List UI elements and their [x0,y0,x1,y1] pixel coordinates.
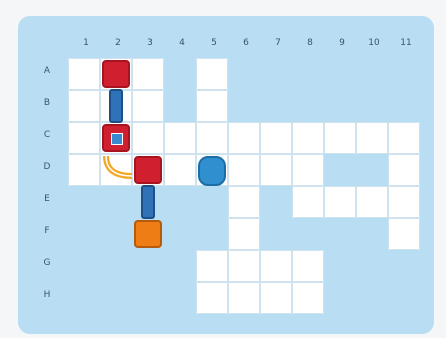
grid-cell-D6[interactable] [228,154,260,186]
grid-cell-C9[interactable] [324,122,356,154]
grid-cell-E6[interactable] [228,186,260,218]
grid-cell-B5[interactable] [196,90,228,122]
grid-cell-H7[interactable] [260,282,292,314]
col-label-9: 9 [326,38,358,48]
grid-cell-D11[interactable] [388,154,420,186]
grid-cell-G6[interactable] [228,250,260,282]
col-label-2: 2 [102,38,134,48]
grid-cell-G7[interactable] [260,250,292,282]
grid-cell-H6[interactable] [228,282,260,314]
grid-cell-A3[interactable] [132,58,164,90]
vertical-pipe-piece[interactable] [141,185,155,219]
row-label-D: D [40,162,54,172]
grid-cell-C8[interactable] [292,122,324,154]
grid-cell-H5[interactable] [196,282,228,314]
grid-cell-H8[interactable] [292,282,324,314]
row-label-C: C [40,130,54,140]
col-label-11: 11 [390,38,422,48]
blue-hex-piece[interactable] [198,156,226,186]
col-label-5: 5 [198,38,230,48]
blue-center-icon [111,133,123,145]
grid-cell-D1[interactable] [68,154,100,186]
grid-cell-E9[interactable] [324,186,356,218]
col-label-3: 3 [134,38,166,48]
grid-cell-G8[interactable] [292,250,324,282]
col-label-8: 8 [294,38,326,48]
red-block-piece[interactable] [134,156,162,184]
grid-cell-E10[interactable] [356,186,388,218]
vertical-pipe-piece[interactable] [109,89,123,123]
grid-cell-D4[interactable] [164,154,196,186]
grid-cell-B3[interactable] [132,90,164,122]
col-label-7: 7 [262,38,294,48]
grid-cell-C3[interactable] [132,122,164,154]
col-label-4: 4 [166,38,198,48]
grid-cell-C7[interactable] [260,122,292,154]
row-label-F: F [40,226,54,236]
grid-cell-C6[interactable] [228,122,260,154]
grid-cell-D7[interactable] [260,154,292,186]
grid-cell-C4[interactable] [164,122,196,154]
col-label-6: 6 [230,38,262,48]
grid-cell-A5[interactable] [196,58,228,90]
grid-cell-E8[interactable] [292,186,324,218]
row-label-E: E [40,194,54,204]
row-label-G: G [40,258,54,268]
row-label-B: B [40,98,54,108]
col-label-10: 10 [358,38,390,48]
grid-cell-C11[interactable] [388,122,420,154]
row-label-A: A [40,66,54,76]
orange-block-piece[interactable] [134,220,162,248]
grid-cell-A1[interactable] [68,58,100,90]
grid-cell-C5[interactable] [196,122,228,154]
grid-cell-F11[interactable] [388,218,420,250]
grid-cell-D8[interactable] [292,154,324,186]
red-block-piece[interactable] [102,60,130,88]
grid-cell-G5[interactable] [196,250,228,282]
grid-cell-B1[interactable] [68,90,100,122]
row-label-H: H [40,290,54,300]
game-board: 1 2 3 4 5 6 7 8 9 10 11 A B C D E F G H [18,16,434,334]
grid-cell-E11[interactable] [388,186,420,218]
grid-cell-C1[interactable] [68,122,100,154]
grid-cell-C10[interactable] [356,122,388,154]
col-label-1: 1 [70,38,102,48]
red-block-piece[interactable] [102,124,130,152]
grid-cell-F6[interactable] [228,218,260,250]
curved-pipe-piece[interactable] [102,156,132,186]
